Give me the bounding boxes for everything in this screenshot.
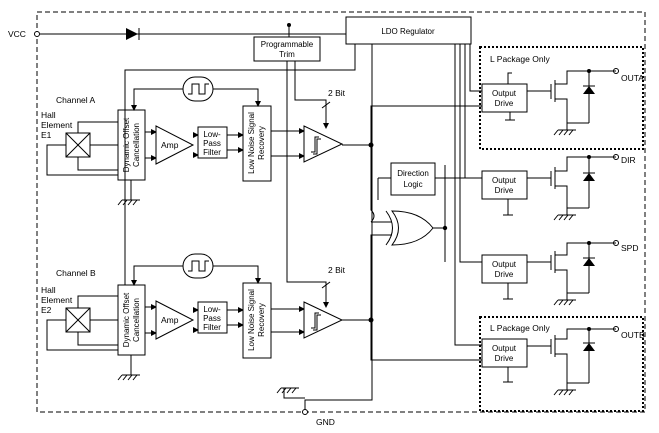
drive-outb-line2: Drive <box>495 354 514 363</box>
lpf-b-line2: Pass <box>203 314 221 323</box>
vcc-pin-label: VCC <box>8 29 26 39</box>
ldo-regulator-block <box>345 16 472 45</box>
drive-spd-line1: Output <box>492 260 517 269</box>
output-stage-outa <box>505 69 616 136</box>
output-stage-spd <box>503 241 616 306</box>
output-drive-outa <box>481 83 528 113</box>
vcc-pin <box>34 31 40 37</box>
l-package-label-outb: L Package Only <box>490 323 550 333</box>
spd-pin-label: SPD <box>621 243 638 253</box>
hall-e1-line1: Hall <box>41 110 56 120</box>
doc-b-line2: Cancellation <box>132 298 141 342</box>
hall-e2-line3: E2 <box>41 305 52 315</box>
drive-dir-line2: Drive <box>495 186 514 195</box>
ldo-regulator-label: LDO Regulator <box>381 27 435 36</box>
output-stage-dir <box>503 155 616 221</box>
lpf-a-line1: Low- <box>203 130 221 139</box>
channel-a-label: Channel A <box>56 95 96 105</box>
trim-label-line1: Programmable <box>261 40 314 49</box>
l-package-box-outa <box>479 46 644 150</box>
direction-logic-block <box>390 162 436 196</box>
l-package-label-outa: L Package Only <box>490 54 550 64</box>
lnr-a-line2: Recovery <box>257 126 266 160</box>
doc-a-line2: Cancellation <box>132 123 141 167</box>
hall-e2-line1: Hall <box>41 285 56 295</box>
drive-outa-line2: Drive <box>495 99 514 108</box>
dynamic-offset-cancellation-a <box>117 109 146 181</box>
gnd-pin <box>302 409 308 415</box>
lpf-a-line3: Filter <box>203 148 221 157</box>
low-pass-filter-b <box>197 301 228 334</box>
hall-e1-line3: E1 <box>41 130 52 140</box>
lpf-b-line3: Filter <box>203 323 221 332</box>
direction-logic-line1: Direction <box>397 169 429 178</box>
drive-outa-line1: Output <box>492 89 517 98</box>
trim-label-line2: Trim <box>279 50 295 59</box>
clock-b <box>182 253 214 279</box>
outa-pin-label: OUTA <box>621 73 644 83</box>
amp-b-label: Amp <box>161 315 179 325</box>
xor-gate <box>390 210 434 246</box>
vcc-diode <box>126 28 138 40</box>
outb-pin-label: OUTB <box>621 330 645 340</box>
lpf-a-line2: Pass <box>203 139 221 148</box>
amp-b <box>155 300 195 340</box>
output-drive-dir <box>481 170 528 200</box>
comparator-b <box>303 301 344 339</box>
hall-e1-line2: Element <box>41 120 73 130</box>
comparator-a <box>303 125 344 163</box>
clock-a <box>182 76 214 102</box>
doc-b-line1: Dynamic Offset <box>122 292 131 347</box>
doc-a-line1: Dynamic Offset <box>122 117 131 172</box>
output-stage-outb <box>503 327 616 396</box>
chip-boundary <box>36 11 646 413</box>
low-noise-signal-recovery-b <box>242 282 272 359</box>
drive-outb-line1: Output <box>492 344 517 353</box>
lpf-b-line1: Low- <box>203 305 221 314</box>
output-drive-outb <box>481 338 528 368</box>
channel-b-label: Channel B <box>56 268 96 278</box>
l-package-box-outb <box>479 316 644 412</box>
amp-a-label: Amp <box>161 140 179 150</box>
gnd-pin-label: GND <box>316 417 335 427</box>
low-noise-signal-recovery-a <box>242 105 272 182</box>
lnr-b-line2: Recovery <box>257 303 266 337</box>
low-pass-filter-a <box>197 126 228 159</box>
dir-pin-label: DIR <box>621 155 636 165</box>
direction-logic-line2: Logic <box>403 180 422 189</box>
lnr-a-line1: Low Noise Signal <box>247 112 256 174</box>
bits-label-b: 2 Bit <box>328 265 346 275</box>
output-drive-spd <box>481 254 528 284</box>
amp-a <box>155 125 195 165</box>
bits-label-a: 2 Bit <box>328 88 346 98</box>
drive-dir-line1: Output <box>492 176 517 185</box>
lnr-b-line1: Low Noise Signal <box>247 289 256 351</box>
hall-e2-line2: Element <box>41 295 73 305</box>
drive-spd-line2: Drive <box>495 270 514 279</box>
